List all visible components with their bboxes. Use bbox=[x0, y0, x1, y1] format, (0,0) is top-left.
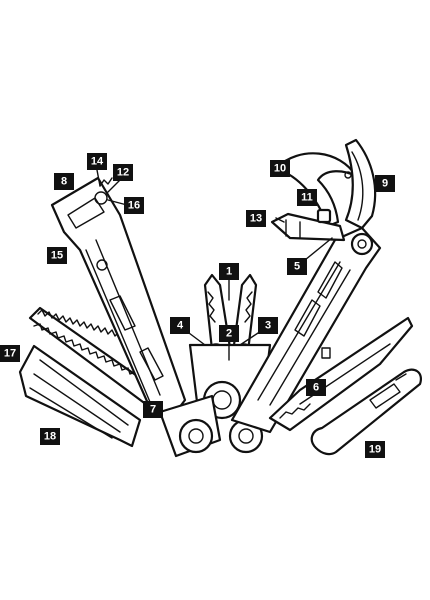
svg-text:5: 5 bbox=[294, 261, 300, 273]
callout-9: 9 bbox=[375, 175, 395, 192]
svg-text:12: 12 bbox=[117, 167, 129, 179]
svg-text:13: 13 bbox=[250, 213, 262, 225]
svg-text:15: 15 bbox=[51, 250, 63, 262]
bit-driver bbox=[270, 208, 346, 242]
callout-10: 10 bbox=[270, 160, 290, 177]
svg-text:16: 16 bbox=[128, 200, 140, 212]
callout-12: 12 bbox=[113, 164, 133, 181]
callout-11: 11 bbox=[297, 189, 317, 206]
bit-holder bbox=[310, 368, 422, 456]
file-tool bbox=[18, 344, 142, 448]
callout-18: 18 bbox=[40, 428, 60, 445]
svg-text:11: 11 bbox=[301, 192, 313, 204]
svg-text:18: 18 bbox=[44, 431, 56, 443]
svg-text:19: 19 bbox=[369, 444, 381, 456]
callout-badges: 1 2 3 4 5 6 7 8 9 10 11 12 13 14 15 16 1… bbox=[0, 153, 395, 458]
svg-text:3: 3 bbox=[265, 320, 271, 332]
callout-5: 5 bbox=[287, 258, 307, 275]
callout-16: 16 bbox=[124, 197, 144, 214]
svg-text:9: 9 bbox=[382, 178, 388, 190]
callout-14: 14 bbox=[87, 153, 107, 170]
callout-8: 8 bbox=[54, 173, 74, 190]
callout-2: 2 bbox=[219, 325, 239, 342]
svg-text:2: 2 bbox=[226, 328, 232, 340]
callout-4: 4 bbox=[170, 317, 190, 334]
callout-7: 7 bbox=[143, 401, 163, 418]
svg-text:7: 7 bbox=[150, 404, 156, 416]
svg-text:6: 6 bbox=[313, 382, 319, 394]
callout-13: 13 bbox=[246, 210, 266, 227]
callout-17: 17 bbox=[0, 345, 20, 362]
callout-19: 19 bbox=[365, 441, 385, 458]
callout-6: 6 bbox=[306, 379, 326, 396]
svg-text:1: 1 bbox=[226, 266, 232, 278]
callout-1: 1 bbox=[219, 263, 239, 280]
svg-text:10: 10 bbox=[274, 163, 286, 175]
svg-text:14: 14 bbox=[91, 156, 104, 168]
handle-pivots bbox=[158, 394, 264, 458]
svg-text:8: 8 bbox=[61, 176, 67, 188]
svg-text:17: 17 bbox=[4, 348, 16, 360]
svg-text:4: 4 bbox=[177, 320, 184, 332]
callout-3: 3 bbox=[258, 317, 278, 334]
callout-15: 15 bbox=[47, 247, 67, 264]
